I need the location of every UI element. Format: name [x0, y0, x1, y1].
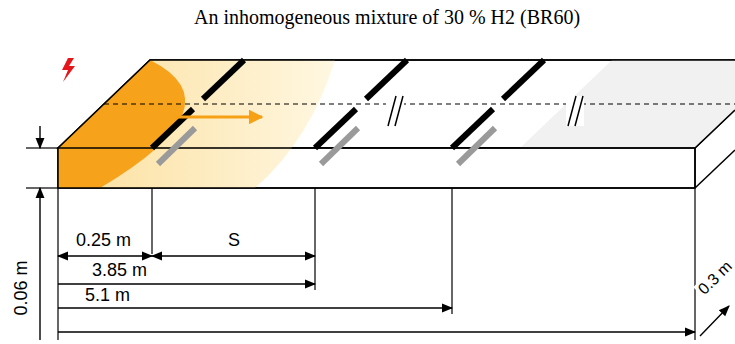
dimension-label: 0.06 m: [12, 258, 32, 317]
flame-arrow: [175, 116, 262, 119]
right-edge: [695, 150, 735, 188]
flame-halo: [58, 60, 335, 188]
dimension-label: 5.1 m: [83, 286, 132, 306]
flame-core: [58, 60, 185, 188]
extension-line: [26, 148, 695, 340]
break-mark: [386, 96, 584, 126]
dimension-label: 0.25 m: [74, 231, 133, 251]
ignition-spark: [62, 58, 75, 82]
dimension-label: S: [226, 231, 242, 251]
center-line: [104, 103, 735, 104]
right-edge: [695, 110, 735, 148]
dimension-arrow: [40, 126, 729, 340]
obstacles: [152, 60, 544, 164]
dimension-label: 3.85 m: [90, 261, 149, 281]
diagram-title: An inhomogeneous mixture of 30 % H2 (BR6…: [194, 6, 580, 28]
dimension-label: 0.3 m: [693, 256, 735, 300]
